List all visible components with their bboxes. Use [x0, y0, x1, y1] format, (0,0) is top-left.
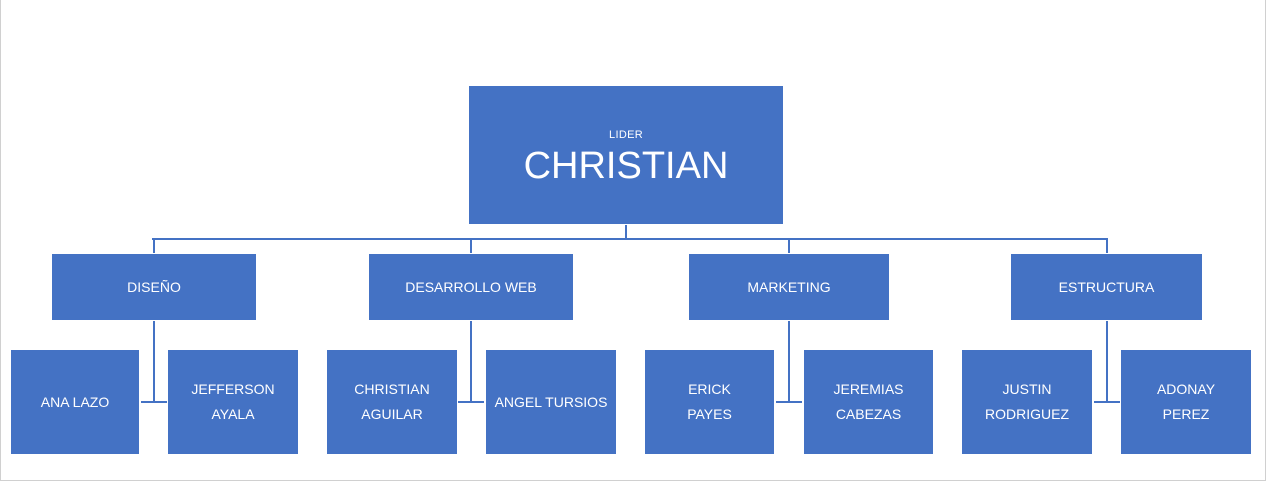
member-node[interactable]: JUSTIN RODRIGUEZ	[961, 349, 1093, 455]
dept-label: DISEÑO	[127, 279, 181, 295]
connector-line	[788, 238, 790, 254]
member-name-line: PEREZ	[1162, 406, 1210, 422]
dept-node-desarrollo-web[interactable]: DESARROLLO WEB	[368, 253, 574, 321]
connector-line	[470, 238, 472, 254]
connector-line	[776, 401, 790, 403]
connector-line	[1094, 401, 1108, 403]
member-node[interactable]: JEREMIAS CABEZAS	[803, 349, 934, 455]
member-name-line: JEFFERSON AYALA	[191, 381, 275, 422]
dept-node-diseno[interactable]: DISEÑO	[51, 253, 257, 321]
connector-line	[788, 401, 802, 403]
member-node[interactable]: ANGEL TURSIOS	[485, 349, 617, 455]
connector-line	[625, 225, 627, 239]
connector-line	[1106, 321, 1108, 402]
member-name-line: CHRISTIAN	[354, 381, 430, 397]
member-node[interactable]: JEFFERSON AYALA	[167, 349, 299, 455]
connector-line	[1106, 238, 1108, 254]
root-node[interactable]: LIDER CHRISTIAN	[468, 85, 784, 225]
dept-label: ESTRUCTURA	[1058, 279, 1155, 295]
member-name-line: ERICK	[688, 381, 731, 397]
member-node[interactable]: ANA LAZO	[10, 349, 140, 455]
connector-line	[458, 401, 472, 403]
member-node[interactable]: ADONAY PEREZ	[1120, 349, 1252, 455]
root-label: LIDER	[609, 128, 643, 141]
connector-line	[1106, 401, 1120, 403]
dept-node-marketing[interactable]: MARKETING	[688, 253, 890, 321]
member-node[interactable]: ERICK PAYES	[644, 349, 775, 455]
dept-label: DESARROLLO WEB	[405, 279, 537, 295]
member-name-line: ANGEL TURSIOS	[494, 393, 608, 410]
member-name-line: JEREMIAS	[833, 381, 904, 397]
connector-line	[153, 238, 155, 254]
connector-line	[141, 401, 155, 403]
member-name-line: AGUILAR	[361, 406, 423, 422]
dept-label: MARKETING	[747, 279, 831, 295]
connector-line	[153, 401, 167, 403]
connector-line	[470, 321, 472, 402]
root-name: CHRISTIAN	[523, 144, 729, 187]
connector-line	[788, 321, 790, 402]
member-node[interactable]: CHRISTIAN AGUILAR	[326, 349, 458, 455]
dept-node-estructura[interactable]: ESTRUCTURA	[1010, 253, 1203, 321]
member-name-line: RODRIGUEZ	[985, 406, 1069, 422]
connector-line	[153, 321, 155, 402]
member-name-line: ANA LAZO	[40, 393, 110, 410]
connector-line	[152, 238, 1108, 240]
member-name-line: JUSTIN	[1002, 381, 1052, 397]
connector-line	[470, 401, 484, 403]
member-name-line: PAYES	[687, 406, 732, 422]
member-name-line: CABEZAS	[835, 406, 902, 422]
member-name-line: ADONAY	[1156, 381, 1216, 397]
